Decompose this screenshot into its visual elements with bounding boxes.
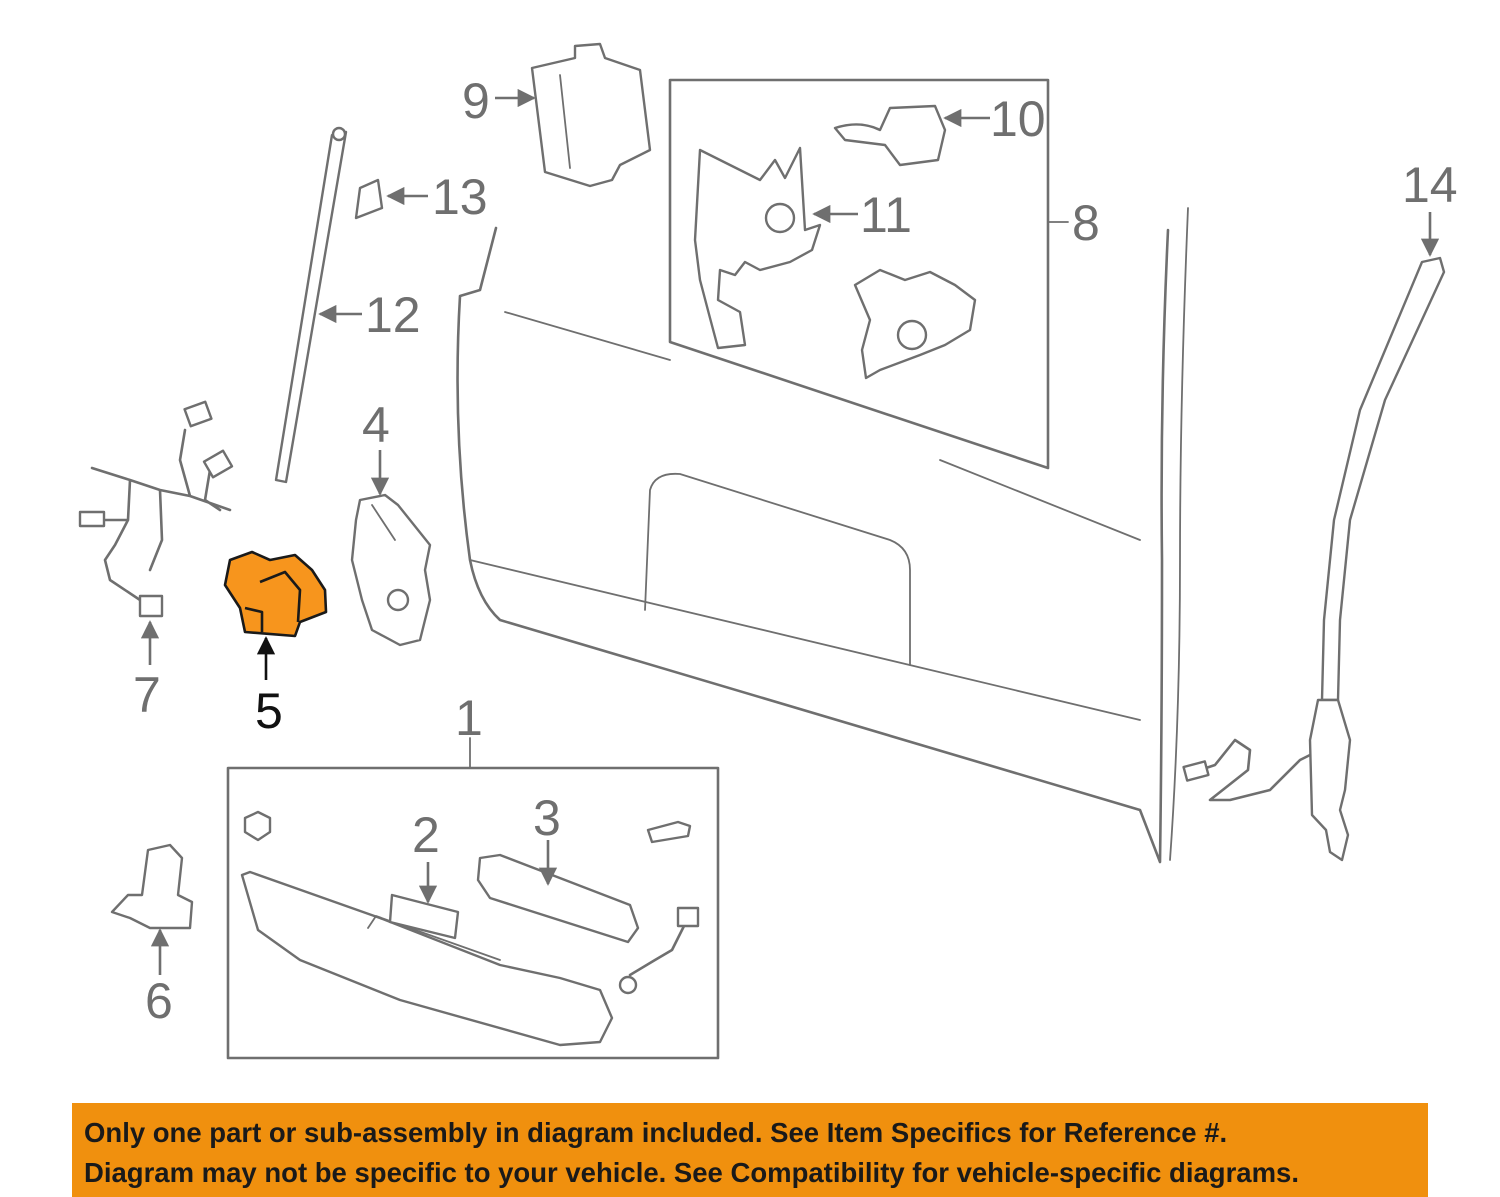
notice-line-2: Diagram may not be specific to your vehi…	[84, 1157, 1299, 1188]
callout-12: 12	[365, 287, 421, 343]
notice-line-1: Only one part or sub-assembly in diagram…	[84, 1117, 1228, 1148]
part-7-harness	[78, 400, 234, 618]
callout-11: 11	[860, 187, 912, 243]
callout-9: 9	[462, 73, 490, 129]
callout-7: 7	[133, 667, 161, 723]
part-4-latch	[350, 493, 432, 647]
callout-5: 5	[255, 683, 283, 739]
part-6-bracket	[110, 843, 194, 930]
callout-6: 6	[145, 973, 173, 1029]
callout-8: 8	[1072, 195, 1100, 251]
part-5-highlighted	[223, 550, 328, 638]
liftgate-outline	[456, 207, 1189, 864]
callout-13: 13	[432, 169, 488, 225]
callout-3: 3	[533, 790, 561, 846]
callout-14: 14	[1402, 157, 1458, 213]
part-13-clip	[354, 178, 384, 220]
part-9-module	[530, 42, 652, 188]
notice-banner: Only one part or sub-assembly in diagram…	[72, 1103, 1428, 1197]
callout-10: 10	[990, 91, 1046, 147]
part-14-strip	[1182, 256, 1446, 862]
part-8-latch-kit	[668, 78, 1069, 470]
callout-1: 1	[455, 690, 483, 746]
part-12-rod	[274, 126, 348, 484]
callout-4: 4	[362, 397, 390, 453]
part-1-handle-kit	[226, 737, 720, 1060]
callout-2: 2	[412, 807, 440, 863]
